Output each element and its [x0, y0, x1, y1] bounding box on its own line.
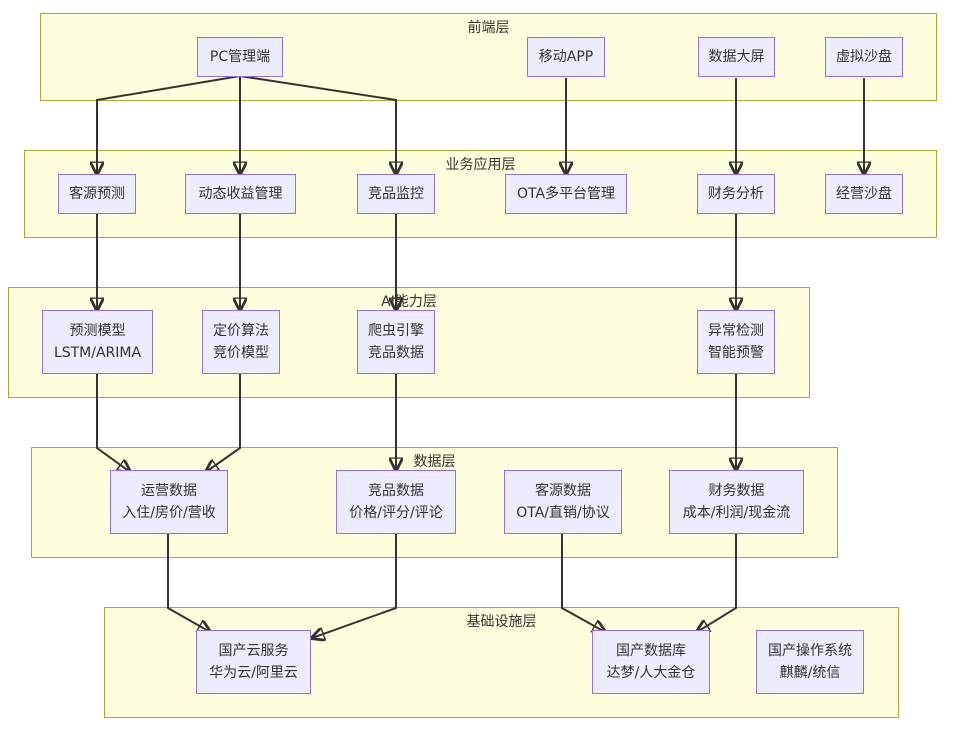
node-model: 预测模型 LSTM/ARIMA [42, 310, 153, 374]
node-pricing-line1: 定价算法 [213, 323, 269, 339]
node-db-line2: 达梦/人大金仓 [606, 665, 696, 681]
node-db: 国产数据库 达梦/人大金仓 [592, 630, 710, 694]
layer-title-data: 数据层 [413, 454, 456, 470]
node-pc-line1: PC管理端 [209, 49, 271, 65]
node-sandbox: 虚拟沙盘 [825, 37, 903, 77]
node-anomaly-line1: 异常检测 [708, 323, 764, 339]
node-bizsand-line1: 经营沙盘 [836, 186, 892, 202]
node-fin-line1: 财务数据 [708, 483, 765, 499]
node-crawler-line1: 爬虫引擎 [368, 323, 424, 339]
layer-title-ai: AI能力层 [381, 294, 437, 310]
node-anomaly: 异常检测 智能预警 [697, 310, 775, 374]
node-os-line1: 国产操作系统 [768, 643, 852, 659]
node-ops-line2: 入住/房价/营收 [122, 505, 216, 521]
node-monitor-line1: 竞品监控 [368, 186, 424, 202]
node-finance-line1: 财务分析 [708, 186, 764, 202]
layer-frontend: 前端层 [40, 13, 937, 101]
layer-business: 业务应用层 [24, 150, 937, 238]
node-mobile-line1: 移动APP [538, 49, 594, 65]
node-pc: PC管理端 [197, 37, 283, 77]
node-ota: OTA多平台管理 [505, 174, 627, 214]
node-guest-line2: OTA/直销/协议 [516, 505, 610, 521]
node-revenue: 动态收益管理 [185, 174, 296, 214]
layer-title-frontend: 前端层 [467, 20, 510, 36]
node-crawler-line2: 竞品数据 [368, 345, 424, 361]
node-sandbox-line1: 虚拟沙盘 [836, 49, 892, 65]
layer-title-infra: 基础设施层 [466, 614, 537, 630]
node-bizsand: 经营沙盘 [825, 174, 903, 214]
node-fin-line2: 成本/利润/现金流 [682, 505, 791, 521]
layer-title-business: 业务应用层 [445, 157, 516, 173]
node-os-line2: 麒麟/统信 [779, 665, 841, 681]
node-forecast-line1: 客源预测 [69, 186, 125, 202]
node-comp: 竞品数据 价格/评分/评论 [336, 470, 456, 534]
node-comp-line2: 价格/评分/评论 [349, 505, 443, 521]
node-cloud-line2: 华为云/阿里云 [209, 665, 298, 681]
node-ops-line1: 运营数据 [141, 483, 197, 499]
node-guest: 客源数据 OTA/直销/协议 [504, 470, 622, 534]
node-guest-line1: 客源数据 [535, 483, 591, 499]
node-mobile: 移动APP [527, 37, 605, 77]
node-ota-line1: OTA多平台管理 [516, 186, 616, 202]
node-cloud-line1: 国产云服务 [218, 643, 289, 659]
node-finance: 财务分析 [697, 174, 775, 214]
node-crawler: 爬虫引擎 竞品数据 [357, 310, 435, 374]
node-fin: 财务数据 成本/利润/现金流 [669, 470, 804, 534]
node-db-line1: 国产数据库 [616, 643, 686, 659]
node-ops: 运营数据 入住/房价/营收 [110, 470, 228, 534]
node-pricing: 定价算法 竞价模型 [202, 310, 280, 374]
node-comp-line1: 竞品数据 [368, 483, 424, 499]
node-monitor: 竞品监控 [357, 174, 435, 214]
node-model-line1: 预测模型 [69, 323, 126, 339]
node-os: 国产操作系统 麒麟/统信 [756, 630, 864, 694]
node-model-line2: LSTM/ARIMA [53, 345, 142, 361]
node-forecast: 客源预测 [58, 174, 136, 214]
node-bigscreen-line1: 数据大屏 [708, 49, 765, 65]
node-anomaly-line2: 智能预警 [708, 345, 764, 361]
node-bigscreen: 数据大屏 [698, 37, 775, 77]
node-pricing-line2: 竞价模型 [213, 345, 269, 361]
node-cloud: 国产云服务 华为云/阿里云 [196, 630, 311, 694]
node-revenue-line1: 动态收益管理 [198, 186, 283, 202]
